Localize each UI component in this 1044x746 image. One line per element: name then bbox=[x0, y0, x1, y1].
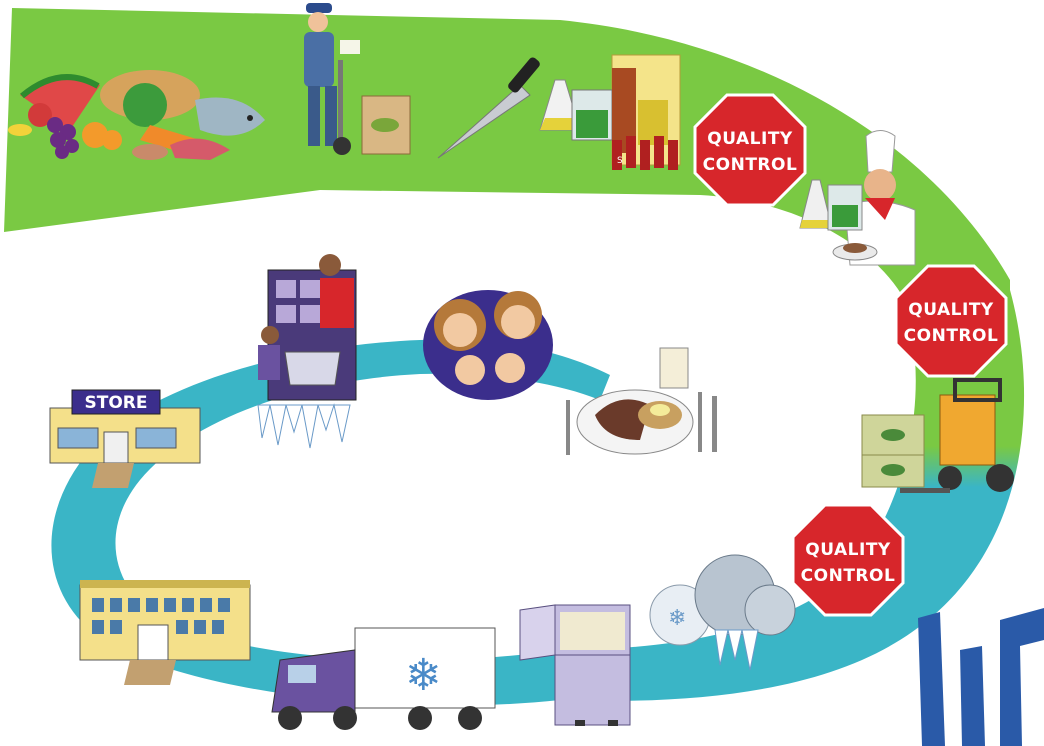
warehouse-icon bbox=[79, 580, 251, 685]
quality-sign-2-line1: QUALITY bbox=[908, 300, 994, 320]
chef-icon bbox=[799, 130, 916, 266]
store-icon: STORE bbox=[49, 389, 201, 488]
store-sign-text: STORE bbox=[85, 393, 148, 413]
svg-text:S: S bbox=[617, 156, 623, 166]
refrigerator-icon bbox=[519, 604, 631, 726]
forklift-icon bbox=[861, 378, 1014, 493]
svg-text:❄: ❄ bbox=[405, 650, 442, 701]
plated-meal-icon bbox=[566, 347, 717, 455]
refrigerated-truck-icon: ❄ bbox=[271, 627, 496, 730]
right-descending-band bbox=[560, 290, 1025, 701]
quality-sign-2-line2: CONTROL bbox=[904, 326, 999, 346]
ingredients-icon: S bbox=[539, 54, 681, 170]
quality-sign-3-line2: CONTROL bbox=[801, 566, 896, 586]
quality-control-sign-1: QUALITY CONTROL bbox=[693, 93, 807, 207]
partial-logo bbox=[918, 608, 1044, 746]
family-icon bbox=[423, 290, 553, 400]
quality-sign-1-line1: QUALITY bbox=[707, 129, 793, 149]
raw-food-icon bbox=[8, 70, 265, 160]
quality-sign-3-line1: QUALITY bbox=[805, 540, 891, 560]
knife-icon bbox=[437, 57, 540, 159]
quality-control-sign-3: QUALITY CONTROL bbox=[791, 503, 905, 617]
quality-control-sign-2: QUALITY CONTROL bbox=[894, 264, 1008, 378]
cold-cloud-icon: ❄ bbox=[649, 554, 796, 671]
svg-text:❄: ❄ bbox=[668, 606, 686, 631]
frozen-aisle-icon bbox=[257, 254, 357, 449]
upper-green-band bbox=[4, 8, 1010, 310]
quality-sign-1-line2: CONTROL bbox=[703, 155, 798, 175]
receiving-worker-icon bbox=[304, 3, 411, 155]
